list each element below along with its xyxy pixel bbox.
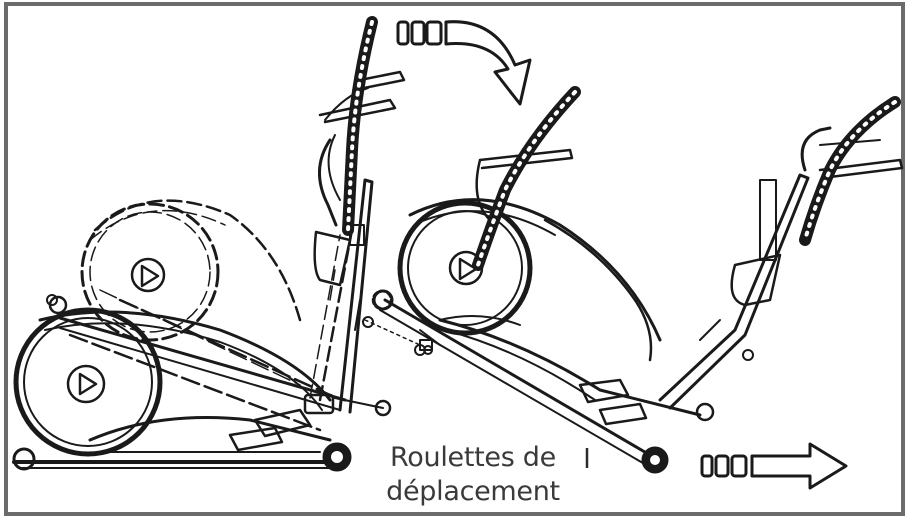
caption-line-1: Roulettes de — [390, 442, 556, 473]
right-arrow-icon — [700, 442, 848, 490]
transport-wheels-caption: Roulettes de déplacement — [378, 441, 568, 509]
flywheel-lower — [13, 307, 163, 457]
diagram-border — [4, 2, 905, 516]
rear-stabilizer-wheel — [12, 447, 36, 471]
flywheel-hub-icon — [78, 372, 98, 396]
tilted-machine-right — [372, 86, 904, 474]
folded-machine-left — [12, 16, 426, 472]
moving-handle-center — [472, 86, 581, 271]
flywheel-upper-ghost — [80, 202, 220, 342]
caption-line-2: déplacement — [386, 476, 560, 507]
curved-arrow-icon — [396, 20, 532, 106]
moving-handle-left — [342, 16, 378, 236]
flywheel-right — [397, 200, 533, 336]
